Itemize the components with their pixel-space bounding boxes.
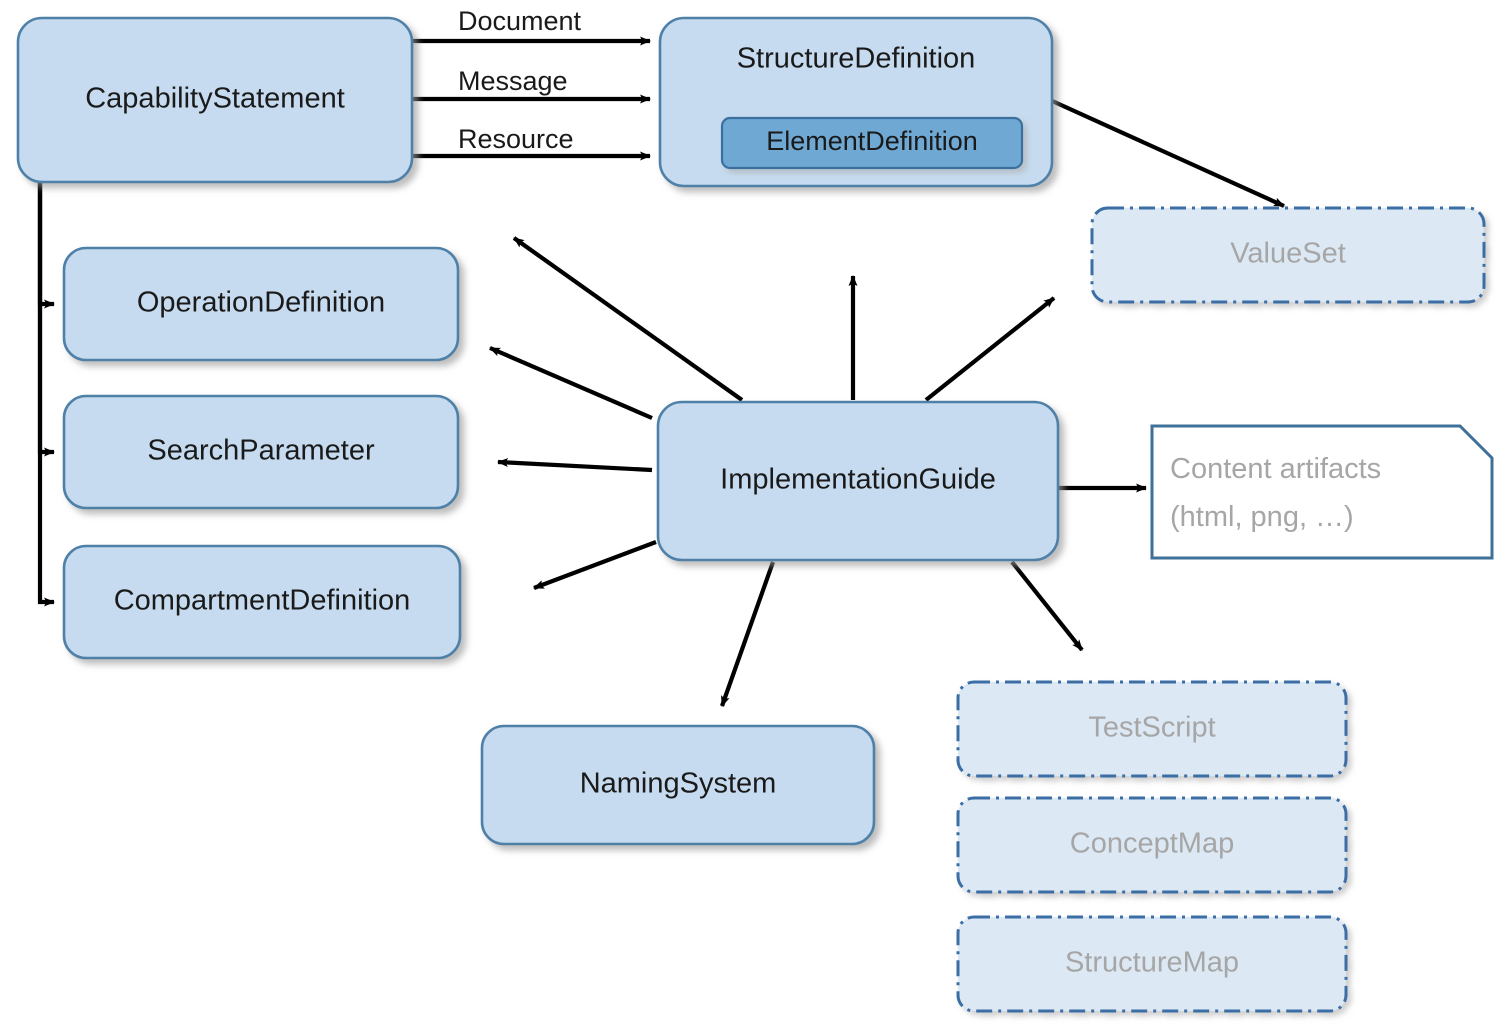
implementation-guide-shape	[656, 400, 1060, 562]
naming-system-label: NamingSystem	[580, 768, 777, 800]
edge-capability-compartment	[37, 182, 55, 607]
test-script-label: TestScript	[1088, 712, 1215, 744]
concept-map-label: ConceptMap	[1070, 828, 1234, 860]
edge-ig-search	[497, 458, 653, 473]
value-set-shape	[1090, 206, 1486, 304]
content-artifacts-line2: (html, png, …)	[1170, 501, 1354, 533]
edge-label-message: Message	[458, 66, 568, 96]
compartment-definition-shape	[62, 544, 462, 660]
element-definition-shape	[720, 116, 1024, 170]
capability-statement-shape	[16, 16, 414, 184]
nodes-layer: CapabilityStatement StructureDefinitionEl…	[16, 16, 1486, 1013]
node-capability-statement[interactable]: CapabilityStatement	[16, 16, 414, 184]
capability-statement-label: CapabilityStatement	[85, 83, 345, 115]
node-search-parameter[interactable]: SearchParameter	[62, 394, 460, 510]
node-compartment-definition[interactable]: CompartmentDefinition	[62, 544, 462, 660]
compartment-definition-label: CompartmentDefinition	[114, 585, 411, 617]
edge-ig-testscript	[1010, 560, 1084, 652]
search-parameter-label: SearchParameter	[147, 435, 375, 467]
node-element-definition[interactable]: ElementDefinition	[720, 116, 1024, 170]
edge-ig-structuredefinition	[512, 236, 744, 402]
structure-definition-label: StructureDefinition	[737, 43, 976, 75]
edge-ig-operation	[489, 346, 653, 420]
note-layer: Content artifacts (html, png, …)	[1150, 424, 1494, 560]
structure-map-shape	[956, 915, 1348, 1013]
node-structure-map[interactable]: StructureMap	[956, 915, 1348, 1013]
content-artifacts-shape	[1150, 424, 1494, 560]
node-value-set[interactable]: ValueSet	[1090, 206, 1486, 304]
naming-system-shape	[480, 724, 876, 846]
node-content-artifacts[interactable]: Content artifacts (html, png, …)	[1150, 424, 1494, 560]
node-operation-definition[interactable]: OperationDefinition	[62, 246, 460, 362]
edge-label-resource: Resource	[458, 124, 574, 154]
node-concept-map[interactable]: ConceptMap	[956, 796, 1348, 894]
edge-ig-valueset	[924, 296, 1056, 402]
test-script-shape	[956, 680, 1348, 778]
edge-ig-namingsystem	[720, 561, 775, 707]
node-implementation-guide[interactable]: ImplementationGuide	[656, 400, 1060, 562]
edge-ig-compartment	[533, 540, 657, 590]
content-artifacts-line1: Content artifacts	[1170, 453, 1381, 485]
node-naming-system[interactable]: NamingSystem	[480, 724, 876, 846]
operation-definition-label: OperationDefinition	[137, 287, 385, 319]
element-definition-label: ElementDefinition	[766, 126, 978, 156]
value-set-label: ValueSet	[1230, 238, 1346, 270]
implementation-guide-label: ImplementationGuide	[720, 464, 996, 496]
concept-map-shape	[956, 796, 1348, 894]
structure-map-label: StructureMap	[1065, 947, 1239, 979]
operation-definition-shape	[62, 246, 460, 362]
edge-structure-valueset	[1049, 98, 1285, 208]
search-parameter-shape	[62, 394, 460, 510]
node-test-script[interactable]: TestScript	[956, 680, 1348, 778]
edge-label-document: Document	[458, 6, 582, 36]
edges-layer	[37, 36, 1285, 707]
